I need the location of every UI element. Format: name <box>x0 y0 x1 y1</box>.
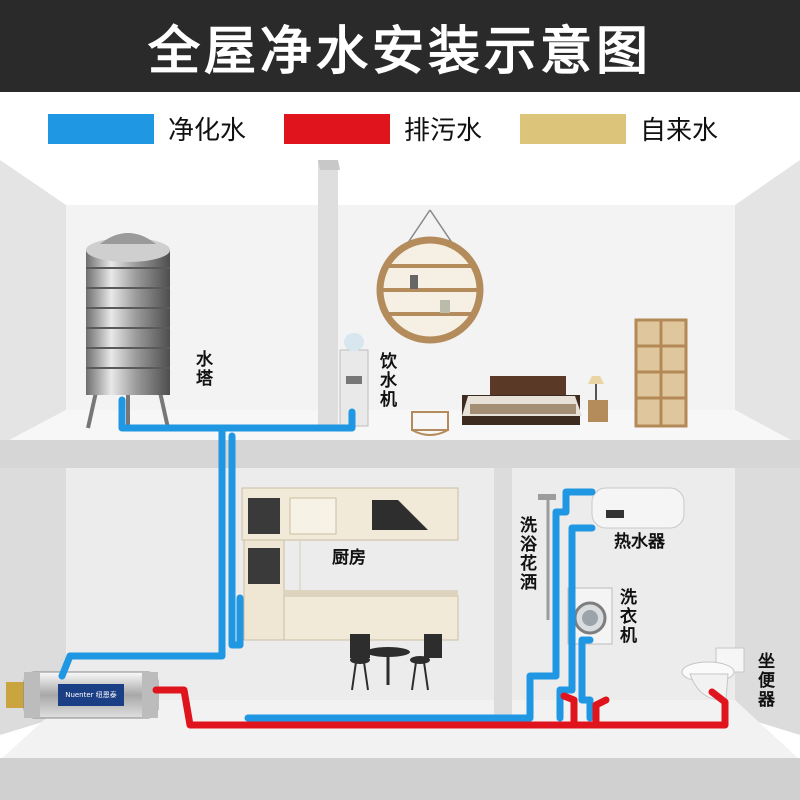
legend: 净化水 排污水 自来水 <box>0 104 800 150</box>
legend-label-waste: 排污水 <box>404 110 482 147</box>
label-washer: 洗衣机 <box>616 588 636 645</box>
title-bar: 全屋净水安装示意图 <box>0 0 800 92</box>
label-water-tower: 水塔 <box>192 350 212 388</box>
legend-swatch-tap <box>520 114 626 144</box>
legend-swatch-clean <box>48 114 154 144</box>
legend-label-clean: 净化水 <box>168 110 246 147</box>
legend-label-tap: 自来水 <box>640 110 718 147</box>
page-title: 全屋净水安装示意图 <box>148 9 652 84</box>
label-dispenser: 饮水机 <box>376 352 396 409</box>
purifier-brand: Nuenter 纽恩泰 <box>58 684 124 706</box>
bookshelf <box>636 320 686 426</box>
water-heater <box>592 488 684 528</box>
legend-swatch-waste <box>284 114 390 144</box>
legend-item-clean: 净化水 <box>48 110 246 147</box>
legend-item-tap: 自来水 <box>520 110 718 147</box>
legend-item-waste: 排污水 <box>284 110 482 147</box>
label-water-heater: 热水器 <box>614 532 665 552</box>
label-shower: 洗浴花洒 <box>516 516 536 592</box>
label-toilet: 坐便器 <box>754 652 774 709</box>
label-kitchen: 厨房 <box>332 548 366 568</box>
